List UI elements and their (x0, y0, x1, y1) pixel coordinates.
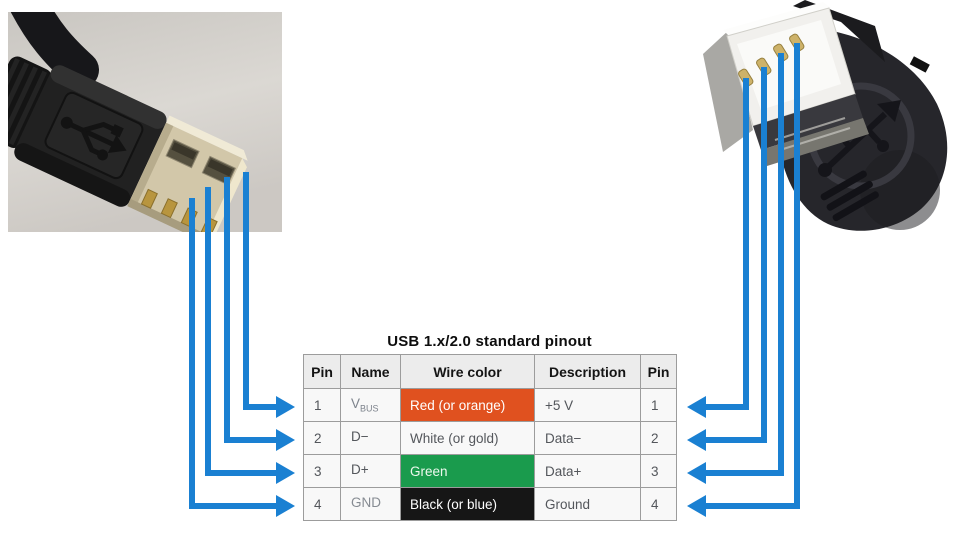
wire-color-cell: White (or gold) (400, 421, 535, 455)
table-row-pin1: 1 VBUS Red (or orange) +5 V 1 (303, 388, 677, 422)
socket-vents (820, 170, 879, 222)
name-cell: D+ (340, 454, 401, 488)
signal-name: V (351, 396, 361, 412)
name-cell: D− (340, 421, 401, 455)
arrowhead-left-pin3 (276, 462, 295, 484)
header-wire-color: Wire color (400, 354, 535, 389)
header-description: Description (534, 354, 641, 389)
pin-left-cell: 1 (303, 388, 341, 422)
pin-right-cell: 2 (640, 421, 677, 455)
pin-left-cell: 3 (303, 454, 341, 488)
pin-left-cell: 2 (303, 421, 341, 455)
plug-body-group (8, 56, 248, 232)
wire-color-cell: Black (or blue) (400, 487, 535, 521)
arrowhead-left-pin1 (276, 396, 295, 418)
description-cell: Data− (534, 421, 641, 455)
pin-right-cell: 1 (640, 388, 677, 422)
signal-name: D− (351, 429, 369, 445)
wire-left-pin4 (189, 198, 277, 509)
pin-left-cell: 4 (303, 487, 341, 521)
wire-color-cell: Red (or orange) (400, 388, 535, 422)
description-cell: Data+ (534, 454, 641, 488)
usb-cable (10, 12, 99, 89)
arrowhead-left-pin2 (276, 429, 295, 451)
header-pin-left: Pin (303, 354, 341, 389)
signal-name: GND (351, 495, 381, 511)
table-title: USB 1.x/2.0 standard pinout (387, 333, 592, 350)
header-name: Name (340, 354, 401, 389)
description-cell: +5 V (534, 388, 641, 422)
table-row-pin2: 2 D− White (or gold) Data− 2 (303, 421, 677, 455)
name-cell: VBUS (340, 388, 401, 422)
table-row-pin3: 3 D+ Green Data+ 3 (303, 454, 677, 488)
arrowhead-right-pin2 (687, 429, 706, 451)
pin-right-cell: 3 (640, 454, 677, 488)
arrowhead-left-pin4 (276, 495, 295, 517)
arrowhead-right-pin3 (687, 462, 706, 484)
usb-a-male-plug-photo (8, 12, 282, 232)
arrowhead-right-pin4 (687, 495, 706, 517)
usb-trident-icon (60, 116, 127, 161)
usb-a-female-socket-photo (703, 0, 948, 231)
pinout-table: Pin Name Wire color Description Pin 1 VB… (303, 354, 677, 521)
table-row-pin4: 4 GND Black (or blue) Ground 4 (303, 487, 677, 521)
pinout-table-section: USB 1.x/2.0 standard pinout Pin Name Wir… (303, 333, 677, 521)
signal-name-sub: BUS (360, 403, 379, 414)
table-header-row: Pin Name Wire color Description Pin (303, 354, 677, 389)
name-cell: GND (340, 487, 401, 521)
arrowhead-right-pin1 (687, 396, 706, 418)
header-pin-right: Pin (640, 354, 677, 389)
signal-name: D+ (351, 462, 369, 478)
description-cell: Ground (534, 487, 641, 521)
pin-right-cell: 4 (640, 487, 677, 521)
wire-color-cell: Green (400, 454, 535, 488)
